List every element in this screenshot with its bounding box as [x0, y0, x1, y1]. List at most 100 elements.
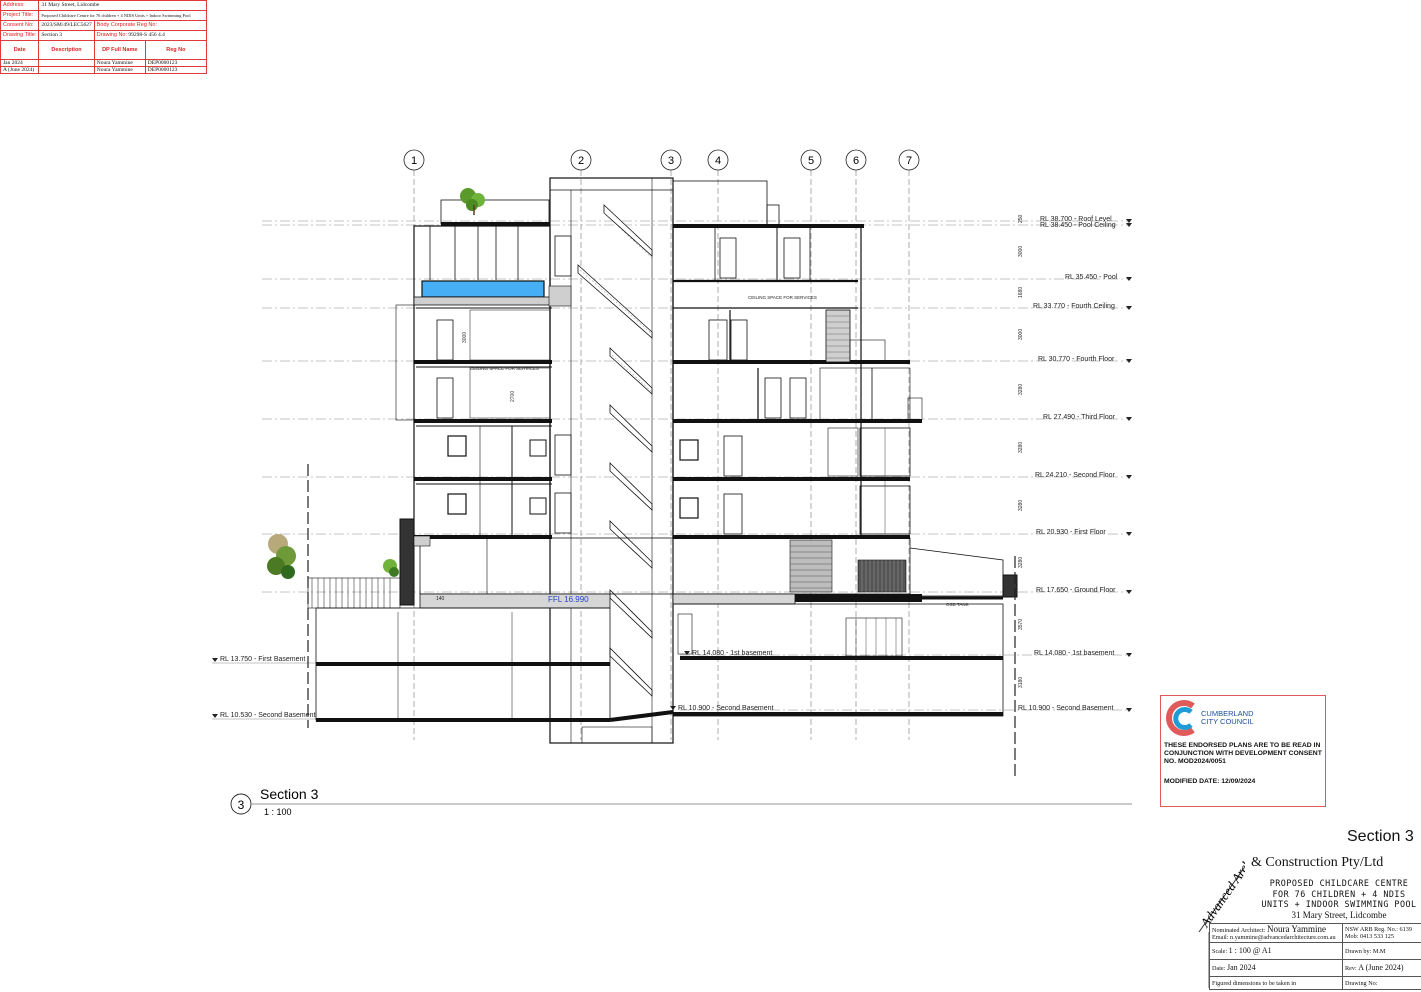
col-description: Description: [51, 46, 82, 53]
council-line2: CITY COUNCIL: [1201, 717, 1254, 726]
gridline-5: 5: [800, 149, 822, 740]
rev-value: A (June 2024): [1358, 963, 1404, 972]
date-label: Date:: [1212, 965, 1226, 972]
level-label: RL 10.530 - Second Basement: [220, 712, 316, 719]
gridline-label: 5: [808, 155, 814, 167]
section-title: Section 3: [260, 786, 319, 802]
consent-no-value: 2023/SM/49/LEC5627: [41, 22, 92, 28]
gridline-label: 7: [906, 155, 912, 167]
project-address: 31 Mary Street, Lidcombe: [1291, 910, 1387, 920]
level-dimension: 3280: [1018, 442, 1024, 453]
level-marker-icon: [1126, 219, 1132, 223]
gridline-label: 6: [853, 155, 859, 167]
tree-front-left-icon: [267, 534, 296, 579]
section-label: 3 Section 3 1 : 100: [230, 786, 1132, 817]
level-dimension: 3180: [1018, 677, 1024, 688]
left-tower-outline: [413, 225, 551, 539]
level-marker-icon: [1126, 475, 1132, 479]
level-dimension: 3000: [1018, 329, 1024, 340]
level-label: RL 30.770 - Fourth Floor: [1038, 356, 1115, 363]
level-label: RL 10.900 - Second Basement: [678, 705, 774, 712]
ceiling-space-label: CEILING SPACE FOR SERVICES: [748, 295, 817, 300]
body-corporate-label: Body Corporate Reg No:: [96, 22, 157, 28]
right-tower-outline: [672, 225, 862, 539]
row-reg: DEP0000123: [147, 60, 178, 66]
address-label: Address:: [3, 2, 25, 8]
level-marker-icon: [212, 714, 218, 718]
level-marker-icon: [1126, 590, 1132, 594]
hatched-wall: [825, 309, 851, 363]
gridline-3: 3: [660, 149, 682, 740]
endorsement-note: THESE ENDORSED PLANS ARE TO BE READ IN C…: [1164, 742, 1322, 765]
email-label: Email:: [1212, 933, 1229, 941]
gridline-7: 7: [898, 149, 920, 740]
drawing-no-label: Drawing No:: [96, 32, 128, 38]
level-marker-icon: [684, 651, 690, 655]
stair-core: [549, 177, 674, 744]
level-dimension: 3280: [1018, 557, 1024, 568]
figured-dims: Figured dimensions to be taken in: [1212, 979, 1297, 987]
row-name: Noura Yammine: [96, 67, 133, 73]
level-marker-icon: [1126, 277, 1132, 281]
gridline-label: 1: [411, 155, 417, 167]
architect-label: Nominated Architect:: [1212, 926, 1266, 934]
level-label: RL 14.080 - 1st basement: [1034, 650, 1114, 657]
brand-name: Advanced Architecture: [1197, 858, 1245, 931]
section-scale: 1 : 100: [264, 807, 292, 817]
rev-label: Rev:: [1345, 965, 1357, 972]
date-value: Jan 2024: [1226, 963, 1256, 972]
gridline-label: 3: [668, 155, 674, 167]
col-reg-no: Reg No: [166, 46, 186, 53]
gridline-6: 6: [845, 149, 867, 740]
inner-level-second-basement: RL 10.900 - Second Basement: [670, 705, 774, 712]
level-dimension: 250: [1018, 214, 1024, 223]
level-dimension: 3000: [1018, 246, 1024, 257]
level-dimension: 3280: [1018, 384, 1024, 395]
left-level-first-basement: RL 13.750 - First Basement: [212, 656, 320, 664]
tree-front-small-icon: [383, 559, 399, 577]
row-reg: DEP0000123: [147, 67, 178, 73]
drawn-by-value: M.M: [1372, 947, 1386, 955]
level-ground-floor: RL 17.650 - Ground Floor 3570: [262, 587, 1132, 630]
pool-slab: [413, 296, 551, 306]
gridline-label: 2: [578, 155, 584, 167]
level-label: RL 38.450 - Pool Ceiling: [1040, 222, 1116, 229]
architect-name: Noura Yammine: [1266, 923, 1326, 934]
drawing-no-label: Drawing No:: [1345, 979, 1378, 987]
level-dimension: 3280: [1018, 500, 1024, 511]
section-number: 3: [238, 798, 245, 812]
col-dp-full-name: DP Full Name: [102, 46, 138, 53]
level-label: RL 10.900 - Second Basement: [1018, 705, 1114, 712]
sheet-title: Section 3: [1347, 828, 1414, 845]
level-dimension: 3570: [1018, 619, 1024, 630]
entry-wall: [399, 518, 415, 606]
dimension-label: 3000: [462, 332, 468, 343]
col-date: Date: [13, 46, 26, 53]
level-marker-icon: [1126, 653, 1132, 657]
modified-date: MODIFIED DATE: 12/09/2024: [1164, 778, 1256, 785]
osd-tank-label: OSD TANK: [946, 602, 969, 607]
title-block: Advanced Architecture & Construction Pty…: [1193, 852, 1421, 992]
level-label: RL 17.650 - Ground Floor: [1036, 587, 1116, 594]
dimension-label: 140: [436, 596, 445, 602]
scale-label: Scale:: [1212, 948, 1228, 955]
council-line1: CUMBERLAND: [1201, 709, 1254, 718]
level-marker-icon: [1126, 417, 1132, 421]
level-dimension: 1680: [1018, 287, 1024, 298]
project-info-table: Address:31 Mary Street, Lidcombe Project…: [0, 0, 208, 74]
level-second-basement: RL 10.900 - Second Basement: [680, 705, 1132, 712]
consent-no-label: Consent No:: [3, 22, 34, 28]
dimension-label: 2700: [510, 391, 516, 402]
address-value: 31 Mary Street, Lidcombe: [41, 2, 100, 8]
inner-level-first-basement: RL 14.080 - 1st basement: [684, 650, 772, 657]
drawing-title-value: Section 3: [41, 32, 62, 38]
roof-planter: [440, 199, 550, 225]
level-marker-icon: [1126, 306, 1132, 310]
